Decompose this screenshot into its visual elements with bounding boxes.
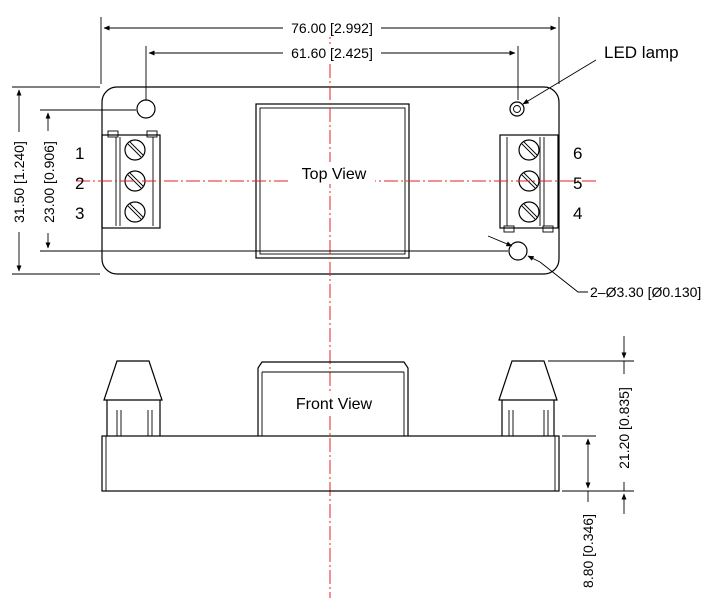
top-view-label: Top View xyxy=(302,166,367,183)
left-terminal-block xyxy=(101,130,161,229)
svg-text:76.00 [2.992]: 76.00 [2.992] xyxy=(291,20,373,36)
svg-text:2–Ø3.30 [Ø0.130]: 2–Ø3.30 [Ø0.130] xyxy=(590,284,701,300)
svg-text:8.80 [0.346]: 8.80 [0.346] xyxy=(580,514,596,588)
screw-icon xyxy=(124,139,146,161)
front-view-label: Front View xyxy=(296,396,373,413)
pin-label: 3 xyxy=(75,204,84,223)
screw-icon xyxy=(124,201,146,223)
pin-label: 1 xyxy=(75,144,84,163)
dim-overall-length: 76.00 [2.992] xyxy=(100,17,560,84)
svg-text:LED lamp: LED lamp xyxy=(604,43,679,62)
pin-label: 4 xyxy=(573,204,582,223)
front-base xyxy=(101,435,560,492)
pin-label: 2 xyxy=(75,174,84,193)
svg-text:21.20 [0.835]: 21.20 [0.835] xyxy=(616,387,632,469)
mounting-hole-bottom-right xyxy=(508,241,528,261)
dim-overall-width: 31.50 [1.240] xyxy=(10,86,100,275)
front-center-block xyxy=(257,361,409,436)
svg-text:61.60 [2.425]: 61.60 [2.425] xyxy=(291,45,373,61)
dim-base-height: 8.80 [0.346] xyxy=(562,435,598,602)
pin-label: 5 xyxy=(573,174,582,193)
svg-text:31.50 [1.240]: 31.50 [1.240] xyxy=(11,141,27,223)
mounting-hole-top-left xyxy=(136,99,156,119)
dim-hole-width: 23.00 [0.906] xyxy=(39,109,508,252)
pin-label: 6 xyxy=(573,144,582,163)
led-callout: LED lamp xyxy=(522,43,679,105)
front-left-terminal xyxy=(103,360,163,436)
front-right-terminal xyxy=(498,360,558,436)
hole-callout: 2–Ø3.30 [Ø0.130] xyxy=(487,235,701,300)
dim-hole-spacing: 61.60 [2.425] xyxy=(145,44,519,100)
right-terminal-block xyxy=(499,134,559,233)
dim-total-height: 21.20 [0.835] xyxy=(548,336,634,514)
top-view: 1 2 3 6 5 4 Top View 76.00 [2.992] 61.60… xyxy=(10,17,701,598)
screw-icon xyxy=(518,139,540,161)
screw-icon xyxy=(518,201,540,223)
svg-text:23.00 [0.906]: 23.00 [0.906] xyxy=(41,141,57,223)
led-lamp-icon xyxy=(509,101,525,117)
front-view: Front View 21.20 [0.835] 8.80 [0.346] xyxy=(101,336,634,602)
